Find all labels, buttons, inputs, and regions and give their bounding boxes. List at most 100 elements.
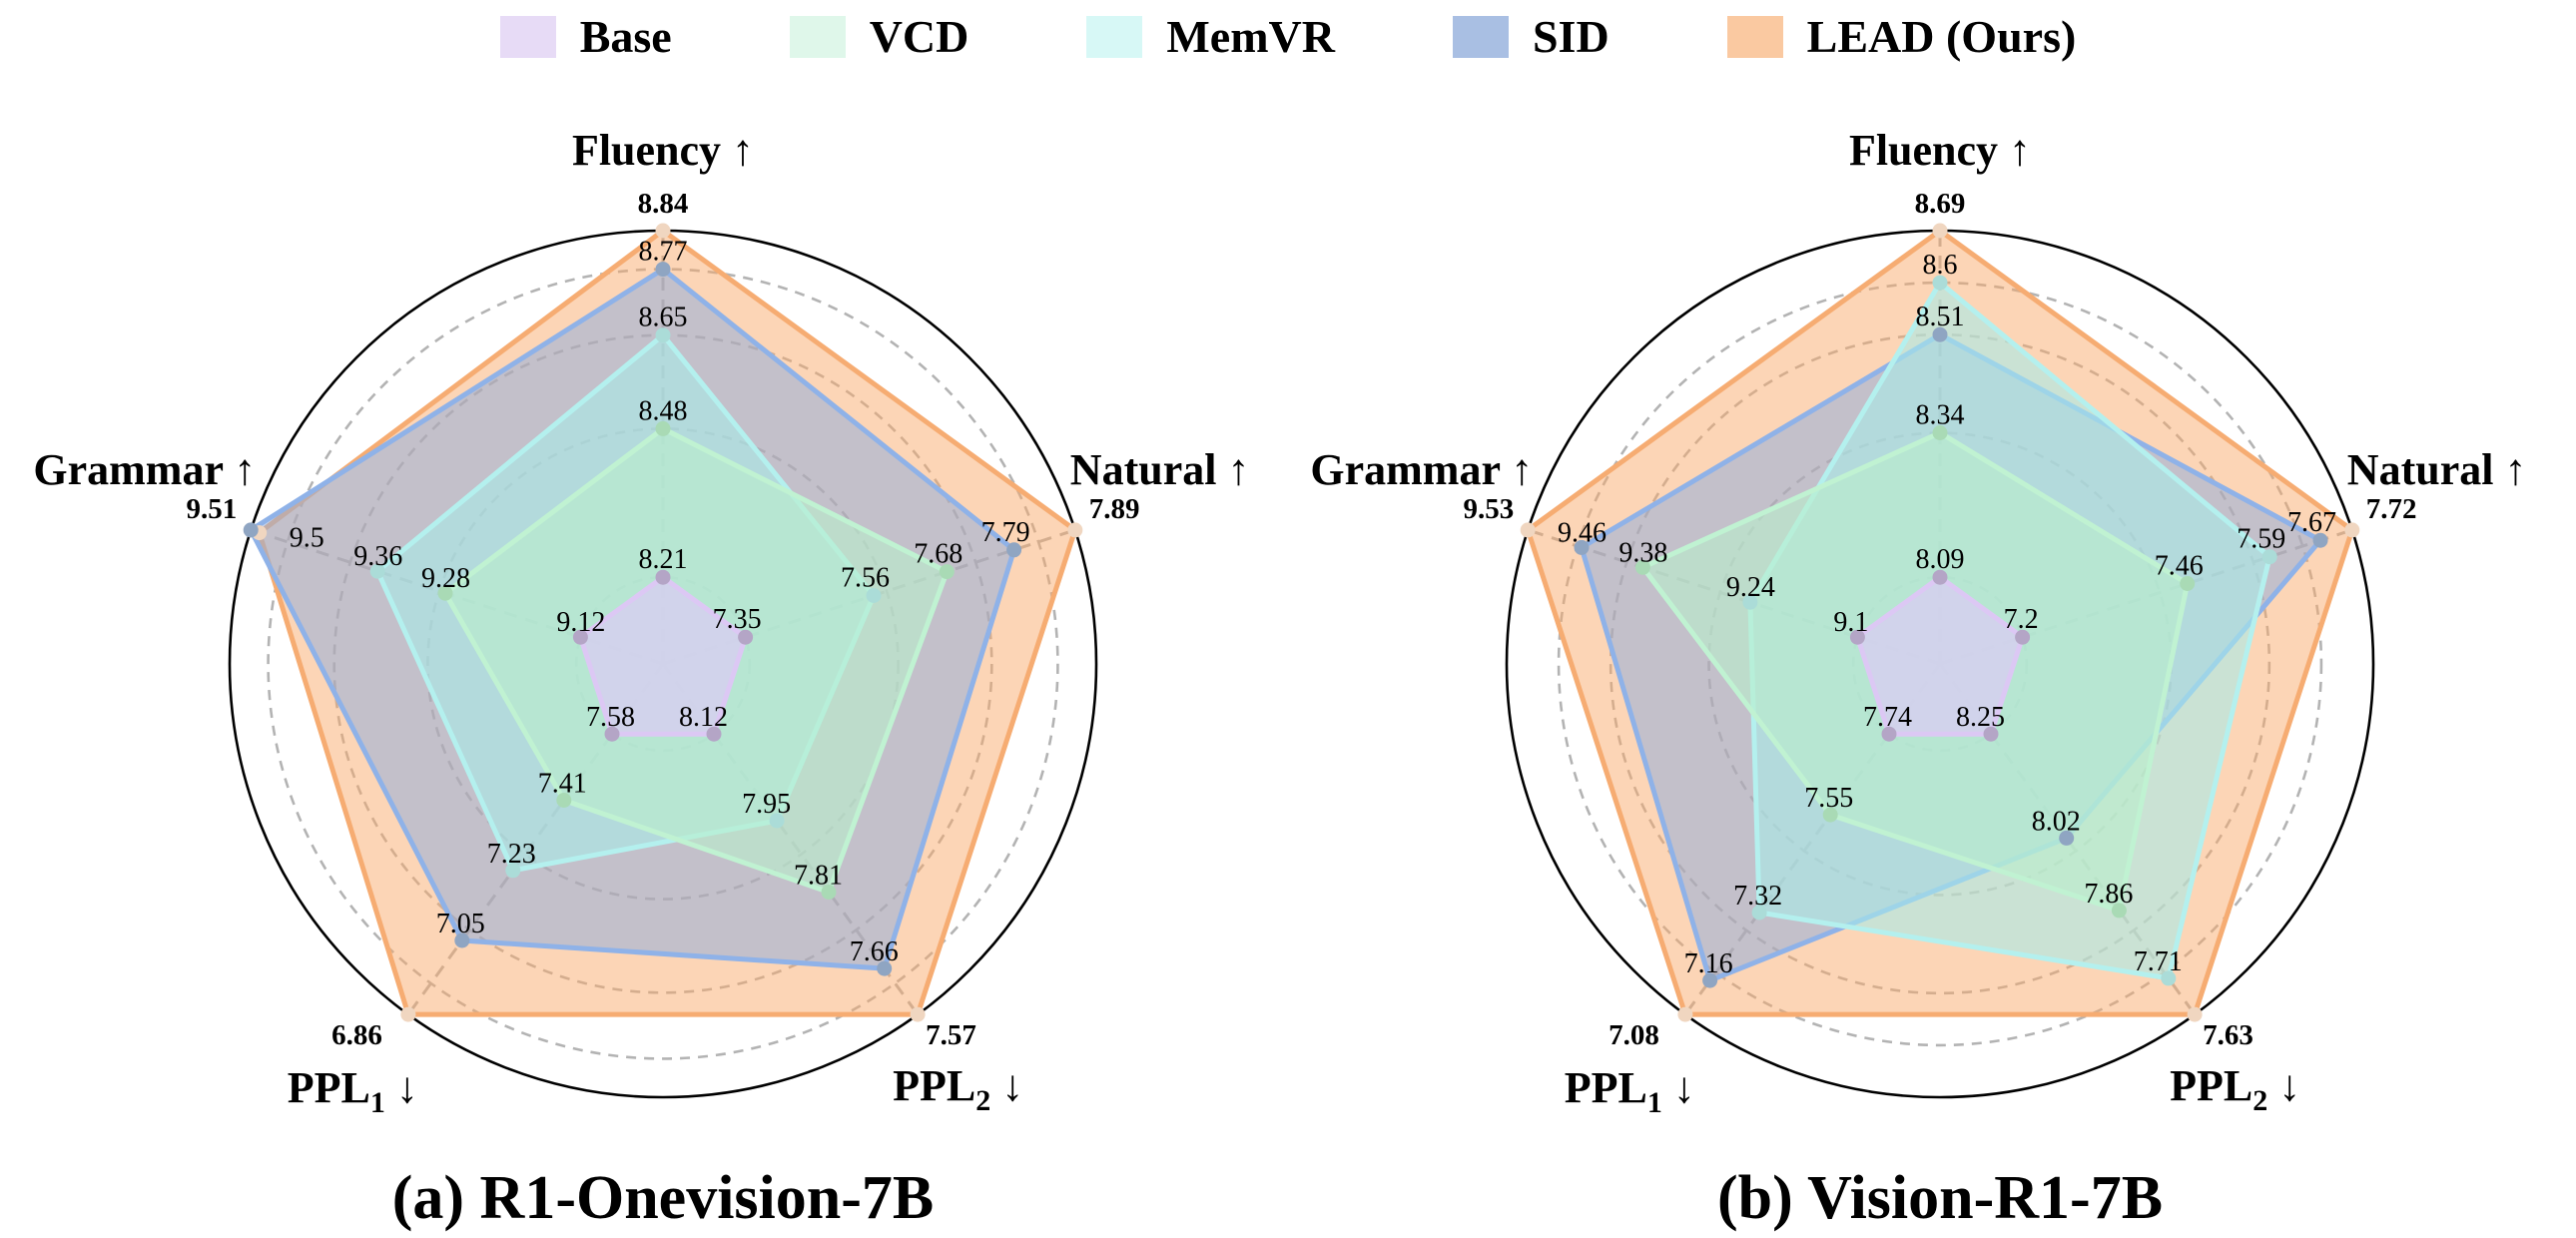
vertex-dot: [1702, 972, 1718, 988]
tick-label: 7.67: [2287, 507, 2336, 538]
tick-label: 9.1: [1833, 607, 1868, 638]
axis-title: PPL2 ↓: [2170, 1061, 2300, 1117]
vertex-dot: [1677, 1006, 1693, 1022]
tick-label: 8.48: [639, 395, 688, 426]
vertex-dot: [556, 793, 572, 808]
tick-label: 7.41: [538, 769, 587, 800]
tick-label: 7.23: [487, 839, 536, 870]
legend-label: Base: [579, 11, 672, 62]
tick-label: 7.32: [1733, 881, 1782, 912]
axis-title-main: Fluency: [572, 126, 721, 175]
axis-title-main: Grammar: [1310, 445, 1500, 494]
tick-label-best: 7.72: [2366, 493, 2417, 525]
legend: Base VCD MemVR SID LEAD (Ours): [0, 14, 2576, 60]
legend-swatch-icon: [499, 16, 556, 58]
tick-label: 7.68: [914, 539, 963, 570]
vertex-dot: [437, 585, 453, 601]
tick-label: 8.51: [1916, 302, 1965, 332]
tick-label-best: 7.08: [1609, 1019, 1659, 1051]
vertex-dot: [1751, 905, 1767, 921]
vertex-dot: [738, 629, 754, 645]
tick-label-best: 9.51: [186, 493, 237, 525]
tick-label: 8.65: [639, 303, 688, 333]
legend-swatch-icon: [1726, 16, 1783, 58]
vertex-dot: [1822, 807, 1838, 823]
vertex-dot: [369, 563, 385, 579]
axis-title-main: PPL: [893, 1061, 975, 1110]
vertex-dot: [1742, 594, 1758, 610]
vertex-dot: [1634, 559, 1650, 575]
tick-label: 9.38: [1618, 537, 1667, 568]
axis-title-arrow: ↓: [2267, 1061, 2300, 1110]
axis-title-subscript: 2: [975, 1084, 990, 1117]
vertex-dot: [821, 885, 837, 900]
vertex-dot: [243, 522, 259, 538]
vertex-dot: [655, 569, 671, 585]
tick-label: 7.46: [2155, 551, 2204, 582]
axis-title-arrow: ↑: [1500, 445, 1533, 494]
legend-item-sid: SID: [1452, 14, 1610, 60]
tick-label: 7.71: [2134, 946, 2183, 977]
vertex-dot: [1849, 629, 1865, 645]
vertex-dot: [2015, 629, 2031, 645]
tick-label: 7.55: [1804, 783, 1853, 814]
tick-label: 7.58: [586, 702, 635, 733]
axis-title-main: PPL: [288, 1063, 370, 1112]
vertex-dot: [1932, 569, 1948, 585]
vertex-dot: [1881, 726, 1897, 742]
tick-label-best: 7.57: [926, 1019, 976, 1051]
tick-label: 7.79: [981, 517, 1030, 548]
vertex-dot: [655, 327, 671, 343]
axis-title-main: Fluency: [1849, 126, 1998, 175]
tick-label: 7.2: [2004, 604, 2039, 635]
tick-label: 9.36: [353, 541, 402, 572]
axis-title-arrow: ↑: [2493, 445, 2526, 494]
axis-title-subscript: 2: [2253, 1084, 2267, 1117]
vertex-dot: [604, 726, 620, 742]
axis-title-arrow: ↓: [385, 1063, 418, 1112]
tick-label: 8.09: [1916, 544, 1965, 575]
vertex-dot: [1067, 522, 1083, 538]
tick-label: 9.28: [421, 563, 470, 594]
tick-label: 8.12: [679, 702, 728, 733]
axis-title: Grammar ↑: [33, 445, 256, 494]
tick-label: 8.6: [1923, 250, 1958, 281]
axis-title: Natural ↑: [2347, 445, 2527, 494]
legend-item-vcd: VCD: [789, 11, 969, 62]
tick-label: 9.5: [290, 523, 324, 554]
vertex-dot: [1520, 522, 1536, 538]
tick-label: 7.56: [841, 563, 890, 594]
tick-label: 9.24: [1726, 572, 1775, 603]
vertex-dot: [454, 932, 470, 948]
vertex-dot: [572, 629, 588, 645]
tick-label: 8.21: [639, 544, 688, 575]
tick-label-best: 6.86: [331, 1019, 382, 1051]
axis-title-main: Natural: [1070, 445, 1217, 494]
axis-title-arrow: ↑: [1216, 445, 1249, 494]
vertex-dot: [877, 960, 893, 976]
axis-title: PPL1 ↓: [288, 1063, 418, 1119]
vertex-dot: [1574, 539, 1590, 555]
tick-label: 8.34: [1916, 400, 1965, 431]
vertex-dot: [2059, 830, 2075, 846]
tick-label: 7.86: [2084, 879, 2133, 910]
tick-label-best: 8.69: [1915, 188, 1966, 220]
chart-subtitle-1: (a) R1-Onevision-7B: [392, 1164, 935, 1232]
tick-label: 7.81: [794, 861, 843, 892]
vertex-dot: [706, 726, 722, 742]
legend-item-lead-ours-: LEAD (Ours): [1726, 14, 2076, 60]
vertex-dot: [1932, 223, 1948, 239]
vertex-dot: [2180, 576, 2196, 591]
legend-label: MemVR: [1166, 11, 1335, 62]
axis-title-arrow: ↓: [1662, 1063, 1695, 1112]
radar-polygon-base: [1854, 574, 2026, 737]
vertex-dot: [769, 813, 785, 829]
vertex-dot: [2344, 522, 2360, 538]
axis-title-arrow: ↑: [1998, 126, 2031, 175]
axis-title: Grammar ↑: [1310, 445, 1533, 494]
legend-label: VCD: [869, 11, 969, 62]
vertex-dot: [910, 1006, 926, 1022]
vertex-dot: [2312, 532, 2328, 548]
legend-item-base: Base: [499, 11, 672, 62]
